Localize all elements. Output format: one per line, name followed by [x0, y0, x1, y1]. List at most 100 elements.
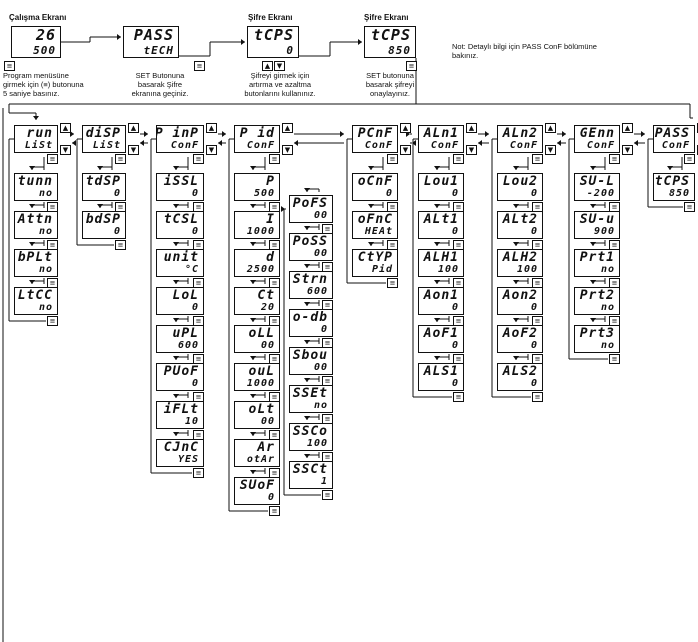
up-arrow-button-icon[interactable]: ▲: [545, 123, 556, 133]
set-button-icon[interactable]: ≡: [4, 61, 15, 71]
lcd-line-1: Aon2: [502, 288, 538, 303]
arrow-head: [117, 34, 121, 40]
down-arrow-button-icon[interactable]: ▼: [282, 145, 293, 155]
down-arrow-button-icon[interactable]: ▼: [60, 145, 71, 155]
lcd-line-1: Ct: [257, 288, 275, 303]
down-arrow-button-icon[interactable]: ▼: [400, 145, 411, 155]
set-button-icon[interactable]: ≡: [193, 468, 204, 478]
set-button-icon[interactable]: ≡: [387, 278, 398, 288]
lcd-line-1: GEnn: [579, 126, 615, 141]
up-arrow-button-icon[interactable]: ▲: [622, 123, 633, 133]
lcd-line-2: Pid: [371, 264, 393, 275]
lcd-line-2: -200: [586, 188, 615, 199]
set-button-icon[interactable]: ≡: [47, 154, 58, 164]
set-button-icon[interactable]: ≡: [387, 154, 398, 164]
set-button-icon[interactable]: ≡: [322, 490, 333, 500]
set-button-icon[interactable]: ≡: [453, 392, 464, 402]
lcd-line-1: ALH2: [502, 250, 538, 265]
set-button-icon[interactable]: ≡: [532, 154, 543, 164]
lcd-line-2: no: [600, 302, 615, 313]
lcd-line-2: 0: [113, 188, 121, 199]
lcd-line-2: °C: [184, 264, 199, 275]
menu-item-inp-2: unit°C: [156, 249, 204, 277]
lcd-line-1: bPLt: [17, 250, 53, 265]
lcd-line-2: 100: [437, 264, 459, 275]
up-arrow-button-icon[interactable]: ▲: [282, 123, 293, 133]
down-arrow-button-icon[interactable]: ▼: [545, 145, 556, 155]
set-button-icon[interactable]: ≡: [194, 61, 205, 71]
lcd-line-2: 00: [313, 248, 328, 259]
lcd-line-1: PoSS: [292, 234, 328, 249]
lcd-line-1: Prt1: [579, 250, 615, 265]
set-button-icon[interactable]: ≡: [406, 61, 417, 71]
down-arrow-button-icon[interactable]: ▼: [274, 61, 285, 71]
lcd-line-1: P inP: [156, 126, 199, 141]
lcd-line-2: 850: [668, 188, 690, 199]
up-arrow-button-icon[interactable]: ▲: [60, 123, 71, 133]
lcd-line-2: 1000: [246, 378, 275, 389]
set-button-icon[interactable]: ≡: [609, 154, 620, 164]
set-button-icon[interactable]: ≡: [47, 316, 58, 326]
set-button-icon[interactable]: ≡: [684, 154, 695, 164]
down-arrow-button-icon[interactable]: ▼: [466, 145, 477, 155]
up-arrow-button-icon[interactable]: ▲: [128, 123, 139, 133]
down-arrow-button-icon[interactable]: ▼: [622, 145, 633, 155]
up-arrow-button-icon[interactable]: ▲: [400, 123, 411, 133]
lcd-line-1: oCnF: [357, 174, 393, 189]
arrow-head: [340, 131, 344, 137]
up-arrow-button-icon[interactable]: ▲: [262, 61, 273, 71]
lcd-work-screen: 26 500: [11, 26, 61, 58]
caption-pass: SET Butonuna basarak Şifre ekranına geçi…: [131, 71, 189, 98]
lcd-line-1: Lou2: [502, 174, 538, 189]
lcd-line-2: ConF: [364, 140, 393, 151]
menu-item-genn-0: SU-L-200: [574, 173, 620, 201]
set-button-icon[interactable]: ≡: [269, 506, 280, 516]
lcd-line-1: SU-L: [579, 174, 615, 189]
up-arrow-button-icon[interactable]: ▲: [466, 123, 477, 133]
lcd-line-1: ALt1: [423, 212, 459, 227]
lcd-line-1: Lou1: [423, 174, 459, 189]
lcd-line-1: tdSP: [85, 174, 121, 189]
set-button-icon[interactable]: ≡: [453, 154, 464, 164]
lcd-line-2: 0: [530, 302, 538, 313]
up-arrow-button-icon[interactable]: ▲: [206, 123, 217, 133]
arrow-head: [241, 39, 245, 45]
down-arrow-button-icon[interactable]: ▼: [206, 145, 217, 155]
set-button-icon[interactable]: ≡: [193, 154, 204, 164]
set-button-icon[interactable]: ≡: [609, 354, 620, 364]
set-button-icon[interactable]: ≡: [684, 202, 695, 212]
set-button-icon[interactable]: ≡: [269, 154, 280, 164]
lcd-line-2: 0: [530, 378, 538, 389]
lcd-line-1: oLL: [248, 326, 275, 341]
set-button-icon[interactable]: ≡: [115, 154, 126, 164]
down-arrow-button-icon[interactable]: ▼: [128, 145, 139, 155]
lcd-password-entry: tCPS 0: [247, 26, 299, 58]
set-button-icon[interactable]: ≡: [532, 392, 543, 402]
lcd-line-2: no: [600, 264, 615, 275]
lcd-line-2: no: [38, 188, 53, 199]
lcd-line-2: LiSt: [24, 140, 53, 151]
arrow-head: [634, 140, 638, 146]
lcd-line-1: ALS1: [423, 364, 459, 379]
set-button-icon[interactable]: ≡: [115, 240, 126, 250]
lcd-line-1: Prt3: [579, 326, 615, 341]
caption-work: Program menüsüne girmek için (≡) butonun…: [3, 71, 84, 98]
